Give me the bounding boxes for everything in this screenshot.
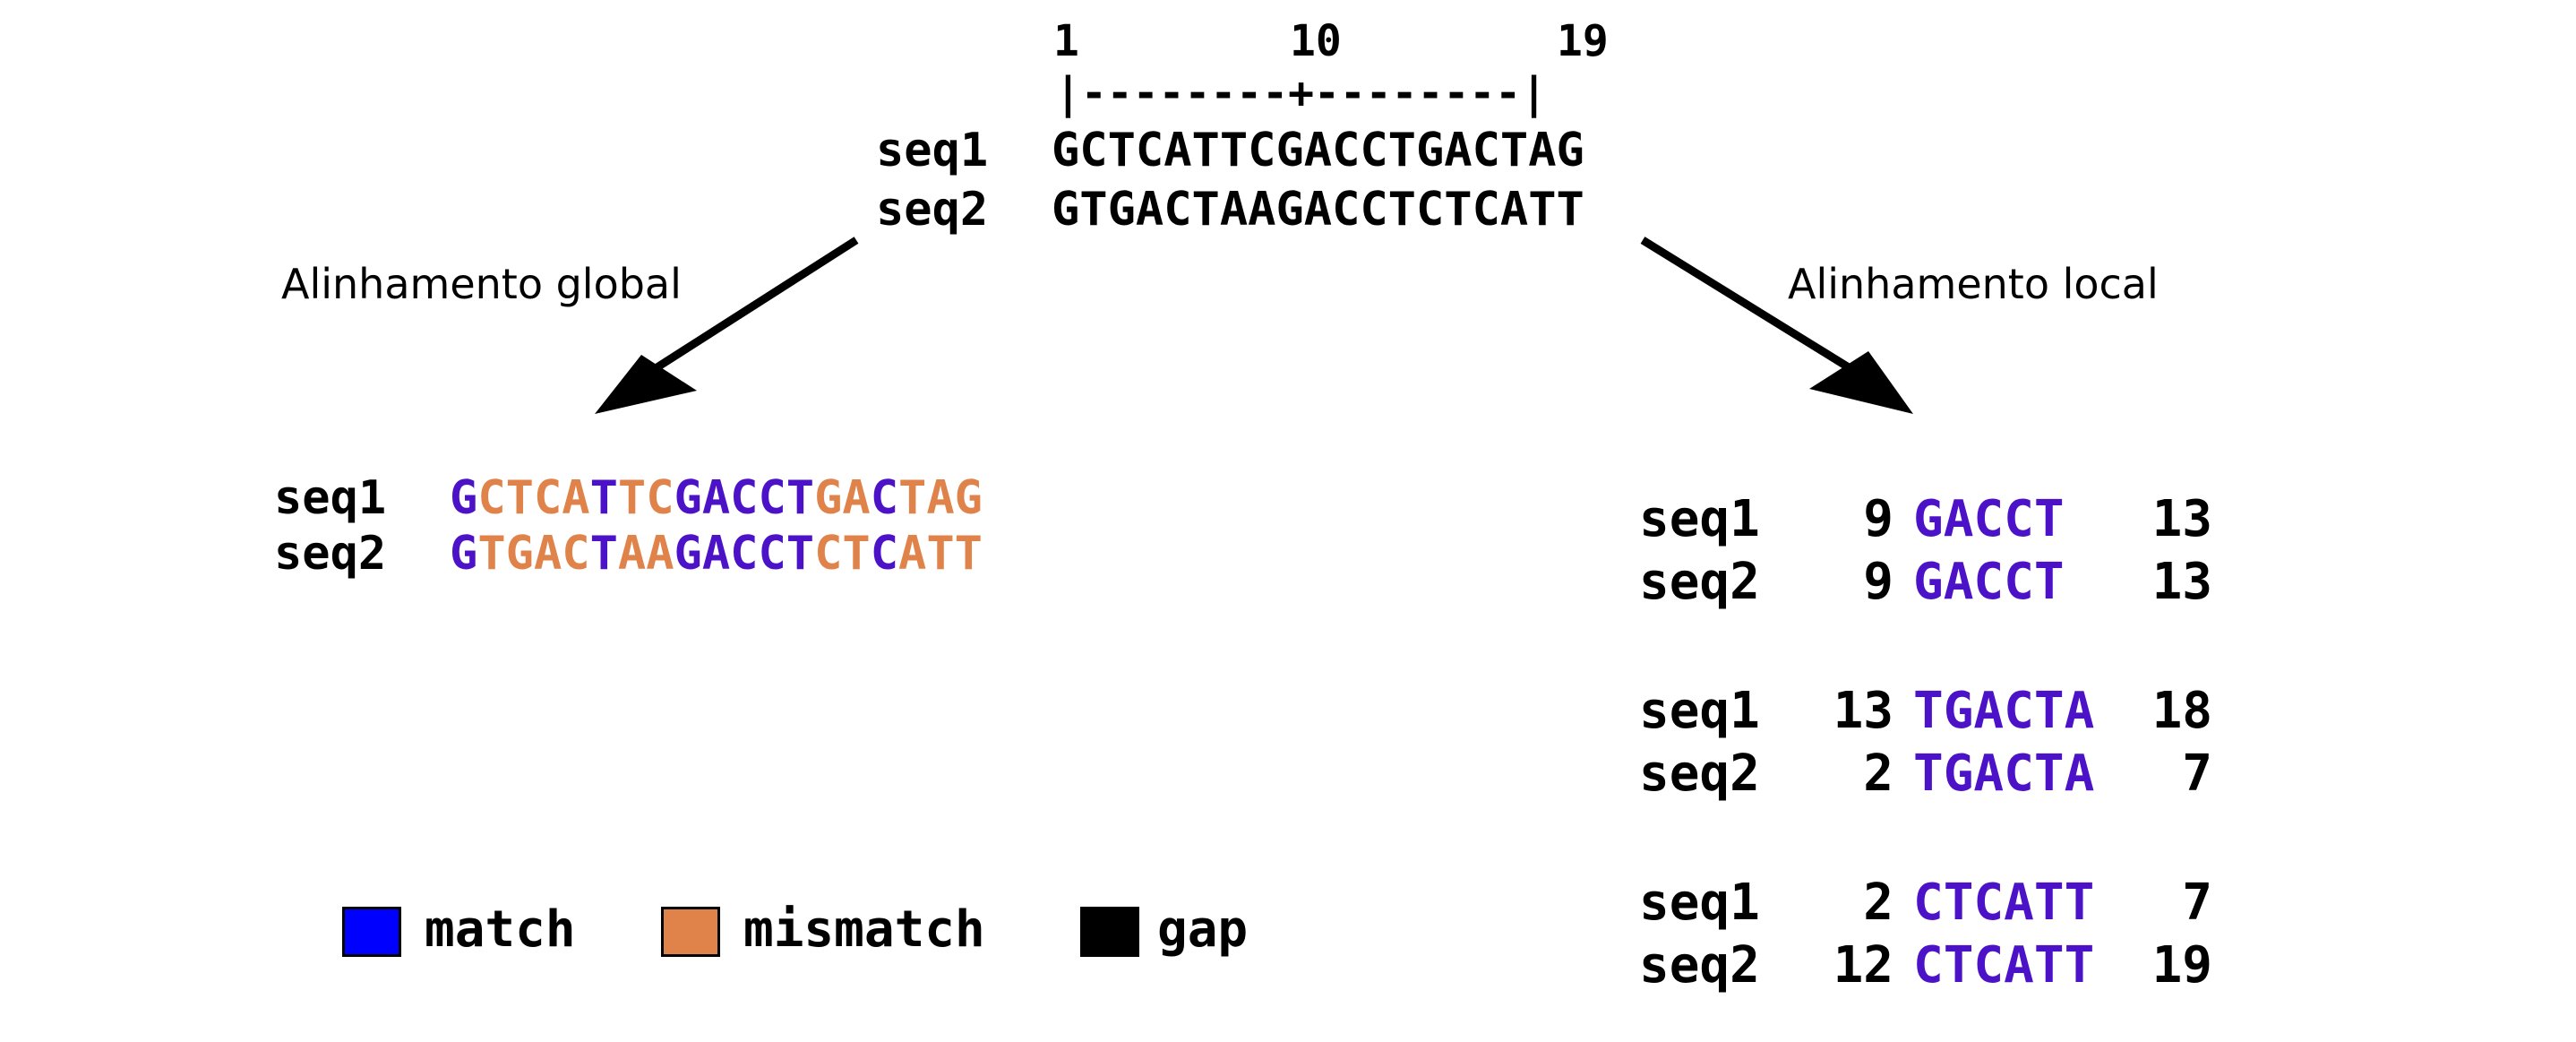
match-base: C xyxy=(758,471,786,525)
match-base: G xyxy=(450,471,478,525)
local-block2-seq1-start: 13 xyxy=(1833,682,1893,740)
global-seq2-label: seq2 xyxy=(274,527,387,581)
local-block1-seq2-end: 13 xyxy=(2151,553,2212,611)
ruler-mid-label: 10 xyxy=(1290,16,1342,66)
ruler-end-label: 19 xyxy=(1557,16,1609,66)
mismatch-base: T xyxy=(477,527,506,581)
global-alignment-heading: Alinhamento global xyxy=(281,260,682,308)
mismatch-base: T xyxy=(926,527,955,581)
match-base: C xyxy=(730,471,759,525)
local-block1-seq2-start: 9 xyxy=(1863,553,1893,611)
legend-gap-swatch xyxy=(1080,907,1139,957)
match-base: G xyxy=(450,527,478,581)
local-block3-seq2-sequence: CTCATT xyxy=(1913,936,2095,995)
global-seq1-sequence: GCTCATTCGACCTGACTAG xyxy=(450,475,983,521)
mismatch-base: T xyxy=(617,471,647,525)
local-block3-seq1-start: 2 xyxy=(1863,874,1893,932)
match-base: T xyxy=(786,527,815,581)
global-seq1-label: seq1 xyxy=(274,471,387,525)
input-seq1-sequence: GCTCATTCGACCTGACTAG xyxy=(1052,124,1584,177)
legend-mismatch-swatch xyxy=(661,907,720,957)
match-base: A xyxy=(701,527,731,581)
input-seq2-sequence: GTGACTAAGACCTCTCATT xyxy=(1052,183,1584,237)
match-base: T xyxy=(589,527,618,581)
local-arrow-icon xyxy=(1640,237,1913,414)
mismatch-base: C xyxy=(533,471,562,525)
mismatch-base: G xyxy=(505,527,534,581)
local-block2-seq1-end: 18 xyxy=(2151,682,2212,740)
input-seq2-label: seq2 xyxy=(876,183,989,237)
local-block2-seq1-label: seq1 xyxy=(1639,682,1760,740)
mismatch-base: T xyxy=(898,471,927,525)
mismatch-base: A xyxy=(926,471,955,525)
local-block3-seq2-end: 19 xyxy=(2151,936,2212,995)
match-base: T xyxy=(786,471,815,525)
match-base: A xyxy=(701,471,731,525)
mismatch-base: A xyxy=(533,527,562,581)
match-base: G xyxy=(674,471,702,525)
mismatch-base: A xyxy=(562,471,590,525)
match-base: C xyxy=(758,527,786,581)
global-arrow-icon xyxy=(595,237,859,414)
local-block1-seq2-label: seq2 xyxy=(1639,553,1760,611)
global-seq2-sequence: GTGACTAAGACCTCTCATT xyxy=(450,530,983,577)
legend-mismatch-label: mismatch xyxy=(743,900,985,959)
local-block2-seq2-sequence: TGACTA xyxy=(1913,745,2095,803)
mismatch-base: T xyxy=(842,527,871,581)
local-block1-seq2-sequence: GACCT xyxy=(1913,553,2065,611)
local-block2-seq1-sequence: TGACTA xyxy=(1913,682,2095,740)
match-base: C xyxy=(870,527,898,581)
local-block2-seq2-start: 2 xyxy=(1863,745,1893,803)
local-block1-seq1-start: 9 xyxy=(1863,490,1893,548)
local-block1-seq1-sequence: GACCT xyxy=(1913,490,2065,548)
mismatch-base: A xyxy=(646,527,674,581)
local-block3-seq2-start: 12 xyxy=(1833,936,1893,995)
mismatch-base: A xyxy=(617,527,647,581)
match-base: C xyxy=(870,471,898,525)
local-block3-seq1-label: seq1 xyxy=(1639,874,1760,932)
ruler-line: |--------+--------| xyxy=(1055,68,1548,118)
mismatch-base: C xyxy=(562,527,590,581)
match-base: G xyxy=(674,527,702,581)
mismatch-base: T xyxy=(505,471,534,525)
local-block3-seq2-label: seq2 xyxy=(1639,936,1760,995)
local-alignment-heading: Alinhamento local xyxy=(1788,260,2159,308)
mismatch-base: G xyxy=(954,471,983,525)
match-base: C xyxy=(730,527,759,581)
mismatch-base: G xyxy=(814,471,843,525)
match-base: T xyxy=(589,471,618,525)
legend-gap-label: gap xyxy=(1157,900,1249,959)
mismatch-base: T xyxy=(954,527,983,581)
mismatch-base: C xyxy=(477,471,506,525)
legend-match-swatch xyxy=(342,907,401,957)
ruler-start-label: 1 xyxy=(1053,16,1079,66)
local-block1-seq1-end: 13 xyxy=(2151,490,2212,548)
legend-match-label: match xyxy=(425,900,576,959)
local-block2-seq2-end: 7 xyxy=(2182,745,2212,803)
mismatch-base: C xyxy=(814,527,843,581)
input-seq1-label: seq1 xyxy=(876,124,989,177)
mismatch-base: A xyxy=(898,527,927,581)
local-block1-seq1-label: seq1 xyxy=(1639,490,1760,548)
local-block2-seq2-label: seq2 xyxy=(1639,745,1760,803)
local-block3-seq1-sequence: CTCATT xyxy=(1913,874,2095,932)
local-block3-seq1-end: 7 xyxy=(2182,874,2212,932)
mismatch-base: A xyxy=(842,471,871,525)
mismatch-base: C xyxy=(646,471,674,525)
